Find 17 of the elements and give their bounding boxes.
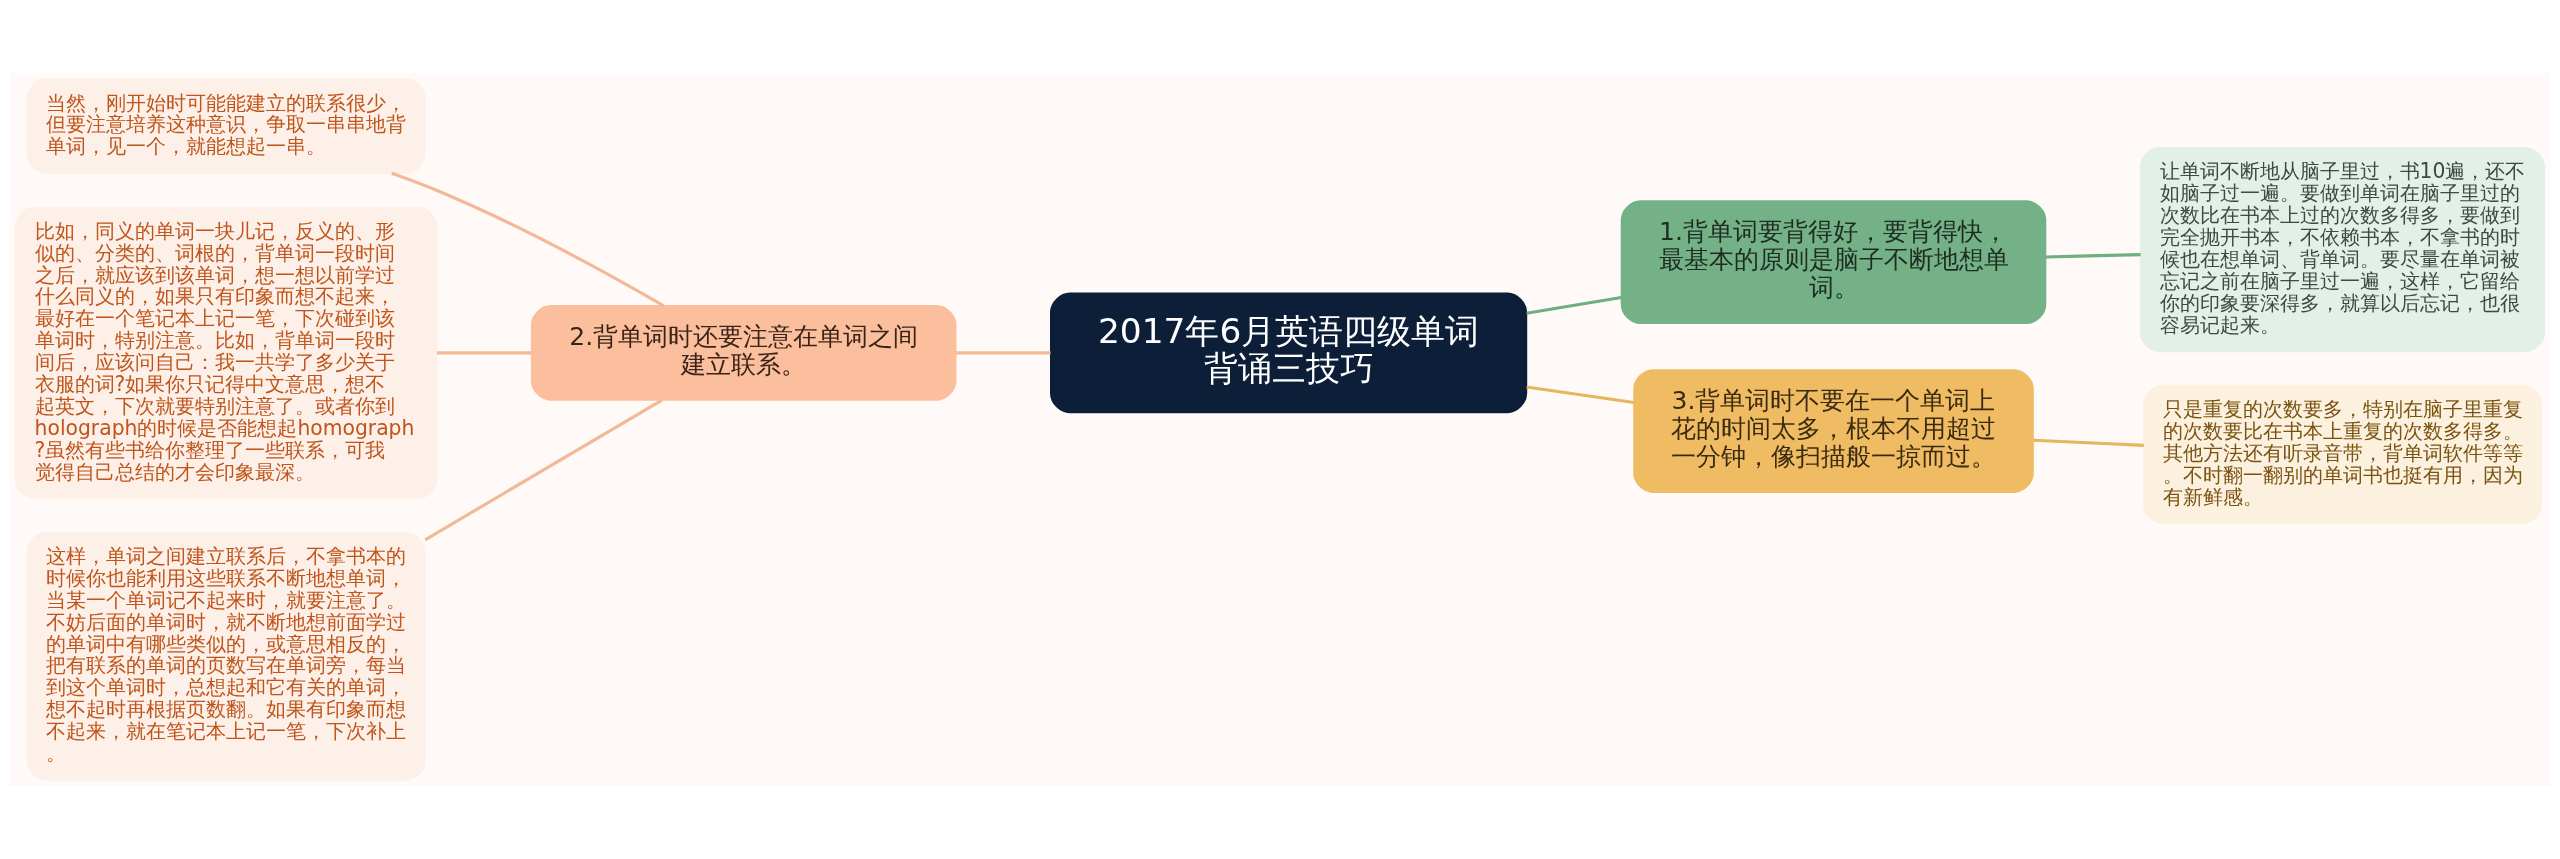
node-box: 当然，刚开始时可能能建立的联系很少，但要注意培养这种意识，争取一串串地背单词，见一个，就能想起一串。	[26, 78, 426, 174]
connector	[391, 171, 665, 308]
node-box: 3.背单词时不要在一个单词上花的时间太多，根本不用超过一分钟，像扫描般一掠而过。	[1633, 369, 2034, 493]
connector	[956, 351, 1051, 355]
node-box: 只是重复的次数要多，特别在脑子里重复的次数要比在书本上重复的次数多得多。其他方法还有听录音带，背单词软件等等。不时翻一翻别的单词书也挺有用，因为有新鲜感。	[2142, 384, 2542, 525]
node-box: 2017年6月英语四级单词背诵三技巧	[1050, 292, 1528, 414]
connector	[1526, 385, 1634, 404]
node-box: 1.背单词要背得好，要背得快，最基本的原则是脑子不断地想单词。	[1620, 200, 2047, 325]
connector	[1526, 295, 1622, 315]
node-box: 让单词不断地从脑子里过，书10遍，还不如脑子过一遍。要做到单词在脑子里过的次数比在书本上过的次数多得多，要做到完全抛开书本，不依赖书本，不拿书的时候也在想单词、背单词。要尽量在单词被忘记之前在脑子里过一遍，这样，它留给你的印象要深得多，就算以后忘记，也很容易记起来。	[2139, 147, 2546, 353]
node-box: 2.背单词时还要注意在单词之间建立联系。	[530, 305, 957, 401]
connector	[436, 351, 532, 355]
connector	[2033, 438, 2144, 447]
connector	[424, 398, 663, 542]
node-box: 这样，单词之间建立联系后，不拿书本的时候你也能利用这些联系不断地想单词，当某一个单词记不起来时，就要注意了。不妨后面的单词时，就不断地想前面学过的单词中有哪些类似的，或意思相反的，把有联系的单词的页数写在单词旁，每当到这个单词时，总想起和它有关的单词，想不起时再根据页数翻。如果有印象而想不起来，就在笔记本上记一笔，下次补上。	[26, 531, 426, 781]
connector	[2045, 253, 2141, 259]
node-box: 比如，同义的单词一块儿记，反义的、形似的、分类的、词根的，背单词一段时间之后，就应该到该单词，想一想以前学过什么同义的，如果只有印象而想不起来，最好在一个笔记本上记一笔，下次碰到该单词时，特别注意。比如，背单词一段时间后，应该问自己：我一共学了多少关于衣服的词?如果你只记得中文意思，想不起英文，下次就要特别注意了。或者你到holograph的时候是否能想起homograph?虽然有些书给你整理了一些联系，可我觉得自己总结的才会印象最深。	[14, 206, 438, 500]
